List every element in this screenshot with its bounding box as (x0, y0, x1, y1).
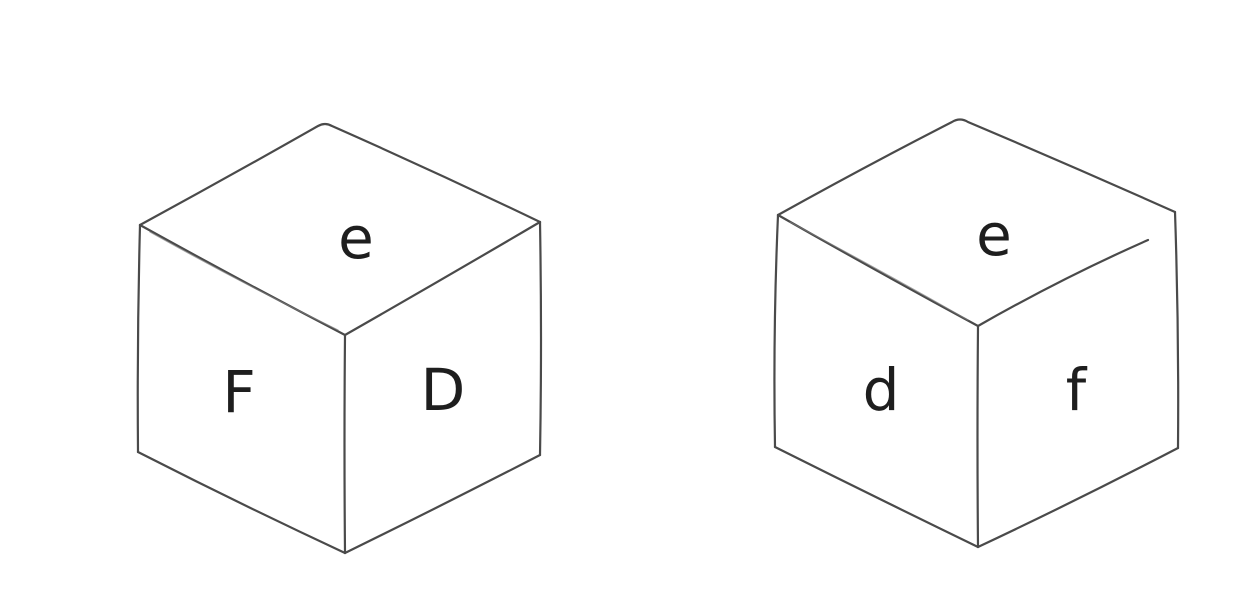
cube-2-right-letter: f (1066, 356, 1088, 424)
cube-2-front-top-right-edge (976, 238, 1150, 328)
cube-1-top-edges (138, 122, 542, 227)
cube-1-left-face (138, 225, 345, 553)
cube-2-top-edges (776, 118, 1177, 217)
cube-2-sketch-stroke (789, 221, 969, 321)
cube-2-left-vertical-edge (773, 213, 780, 449)
cube-2: e d f (773, 118, 1180, 549)
cube-2-bottom-right-edge (976, 446, 1180, 549)
cube-2-top-letter: e (976, 201, 1012, 269)
cube-1-sketch-stroke (149, 231, 339, 331)
cube-2-center-vertical-edge (976, 324, 980, 549)
cube-1-right-letter: D (421, 356, 466, 424)
cube-1-top-face (140, 125, 540, 335)
cube-1-left-vertical-edge (136, 223, 142, 454)
cube-1-bottom-right-edge (343, 453, 542, 555)
cube-1: e F D (136, 122, 543, 555)
cube-1-front-top-right-edge (343, 220, 542, 337)
cube-1-right-vertical-edge (538, 220, 543, 457)
cube-1-right-face (345, 222, 540, 553)
cube-2-right-face (978, 212, 1178, 547)
cube-1-top-letter: e (338, 204, 374, 272)
cube-1-front-top-left-edge (138, 223, 347, 337)
cube-2-bottom-left-edge (773, 445, 980, 549)
cube-1-bottom-left-edge (136, 450, 347, 555)
cube-2-left-letter: d (863, 356, 900, 424)
cube-1-left-letter: F (222, 358, 255, 426)
cube-2-right-vertical-edge (1173, 210, 1180, 450)
cube-2-top-face (778, 120, 1175, 326)
cube-1-center-vertical-edge (343, 333, 347, 555)
